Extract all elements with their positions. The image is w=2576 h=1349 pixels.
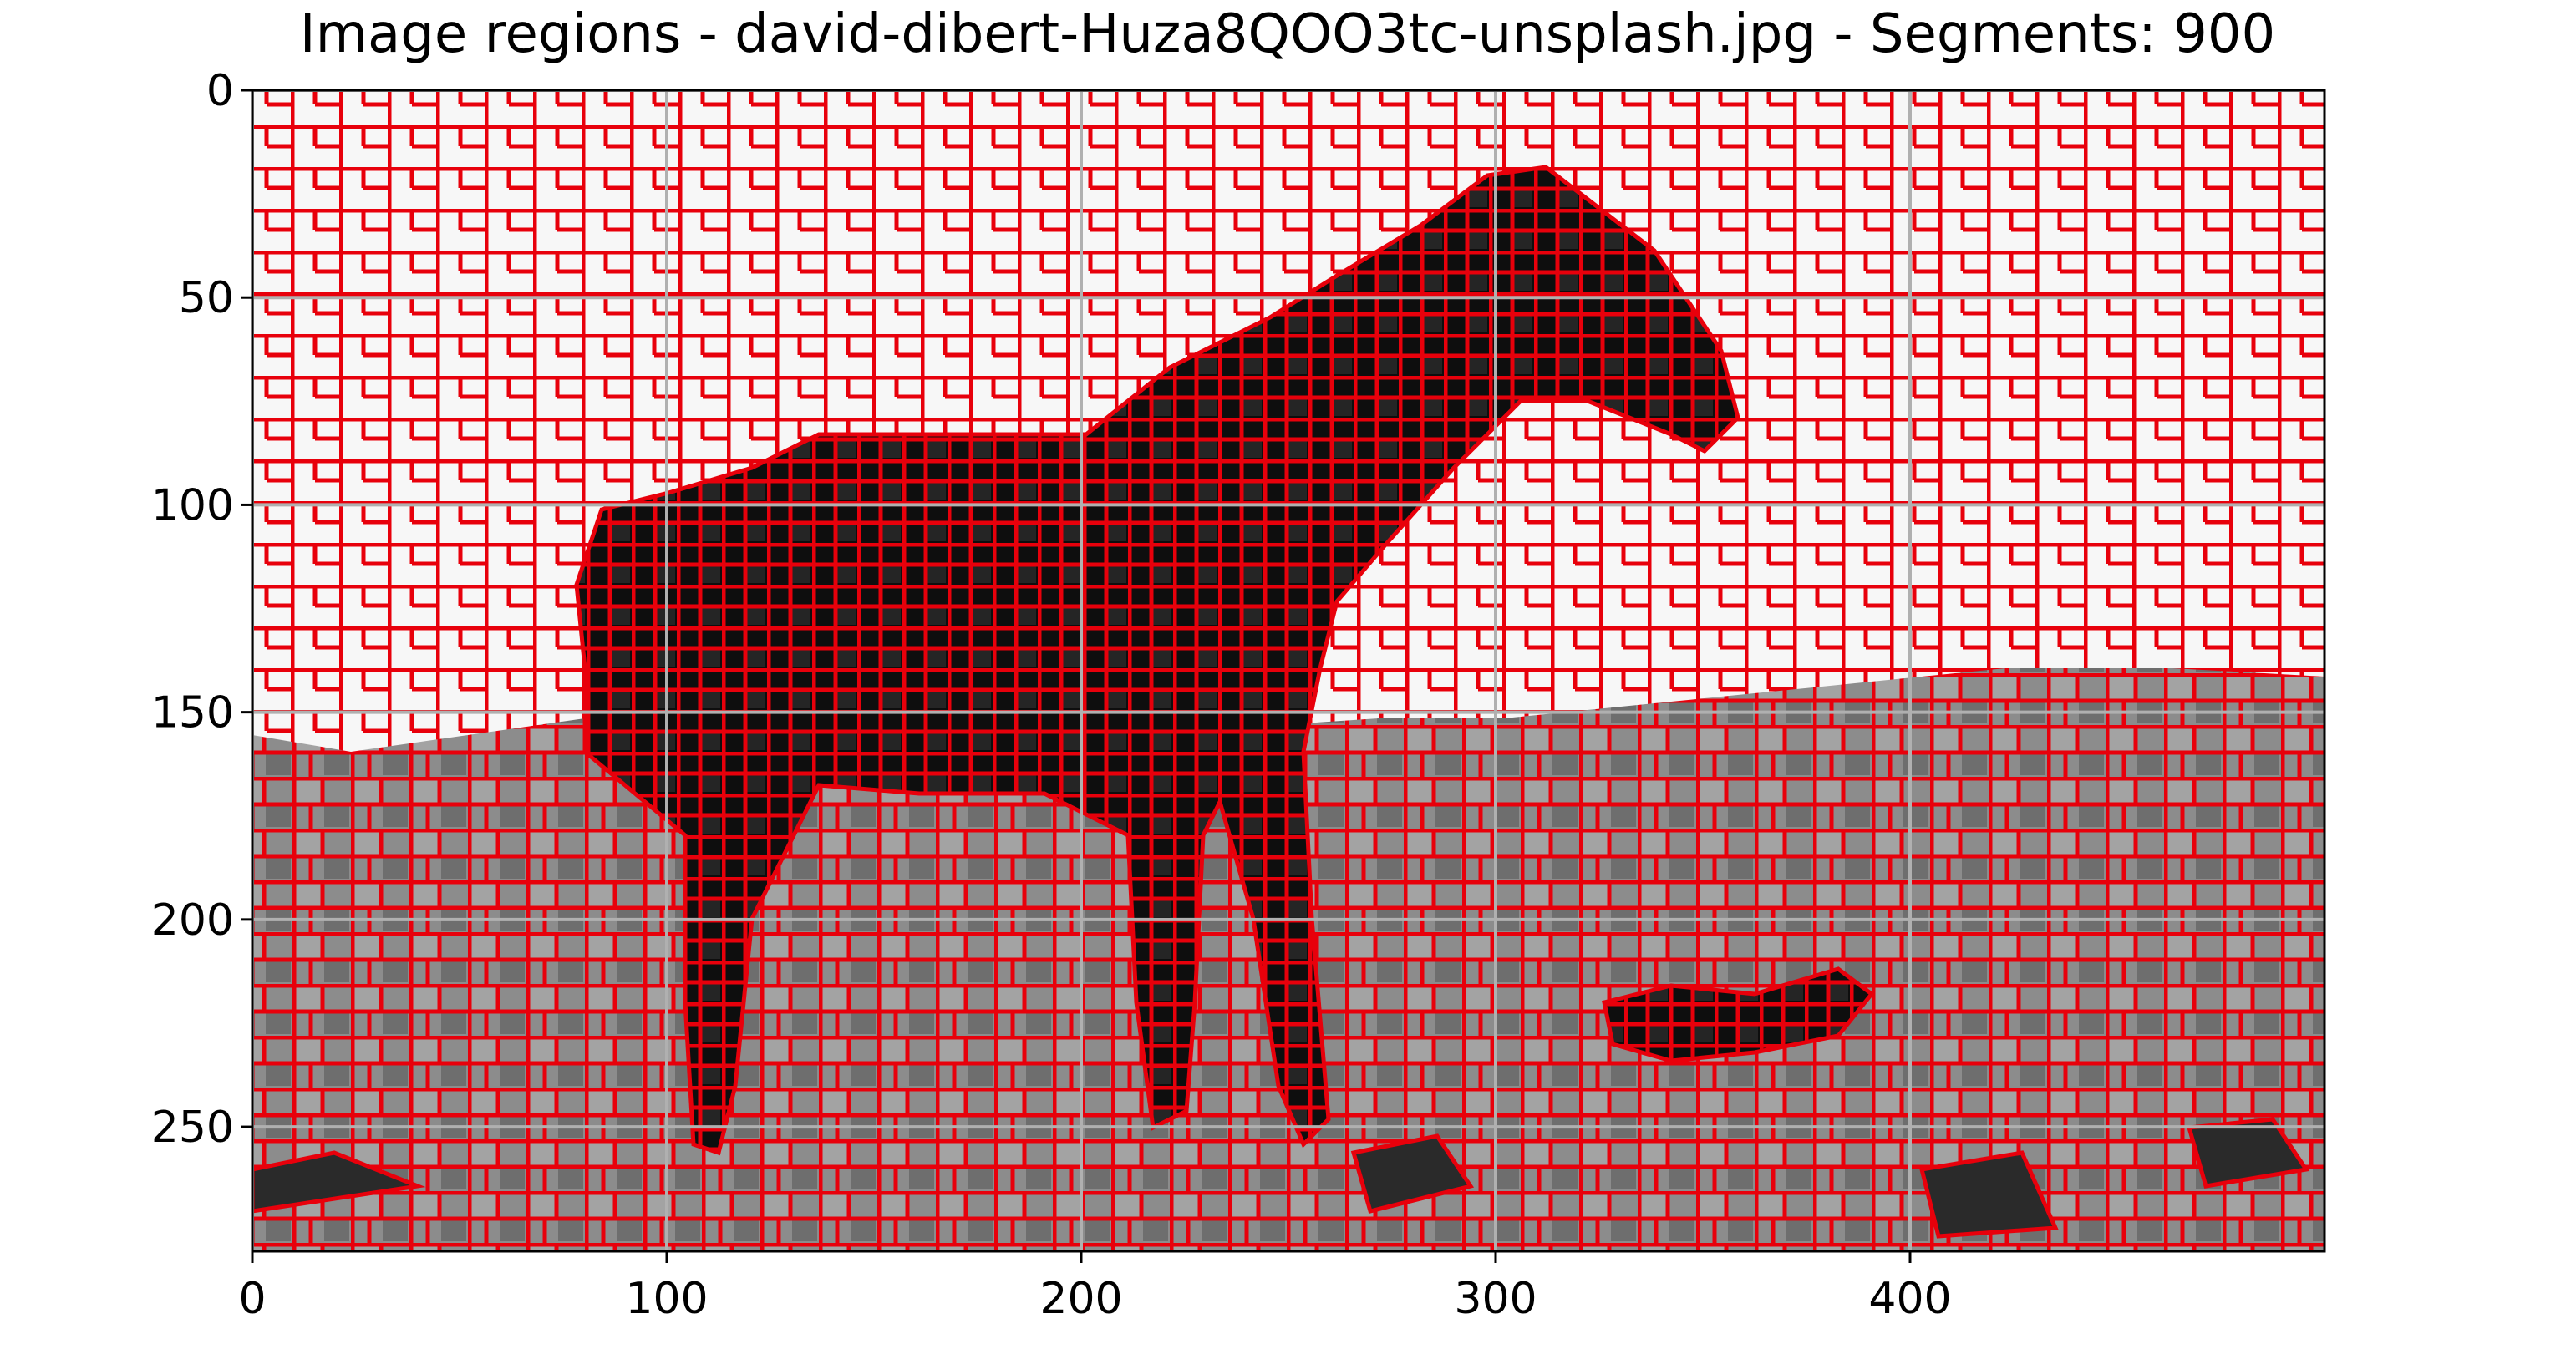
foreground-dark-segments xyxy=(252,1117,2310,1239)
y-tick-label: 100 xyxy=(151,480,234,530)
image-plot-area xyxy=(252,90,2324,1251)
y-tick-label: 250 xyxy=(151,1103,234,1153)
chart-title: Image regions - david-dibert-Huza8QOO3tc… xyxy=(300,3,2275,65)
y-tick-label: 50 xyxy=(179,273,234,323)
y-tick-label: 150 xyxy=(151,688,234,738)
grid xyxy=(252,90,2324,1251)
x-tick-label: 400 xyxy=(1868,1274,1951,1324)
x-axis: 0 100 200 300 400 xyxy=(238,1251,1952,1324)
y-tick-label: 200 xyxy=(151,895,234,946)
y-axis: 0 50 100 150 200 250 xyxy=(151,66,252,1153)
axes-frame xyxy=(251,89,2326,1253)
horse-body xyxy=(574,165,1740,1156)
y-tick-label: 0 xyxy=(206,66,234,116)
x-tick-label: 0 xyxy=(238,1274,266,1324)
x-tick-label: 200 xyxy=(1039,1274,1122,1324)
x-tick-label: 300 xyxy=(1454,1274,1537,1324)
horse-shadow xyxy=(1602,966,1875,1063)
x-tick-label: 100 xyxy=(625,1274,708,1324)
